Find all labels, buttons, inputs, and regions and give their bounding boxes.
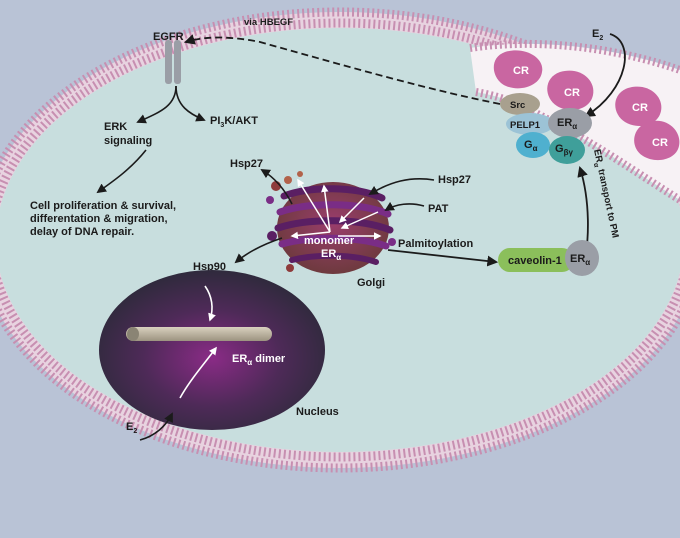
cr-label: CR — [564, 87, 580, 99]
e2-binding-arrow — [584, 33, 626, 118]
pi3k-akt-label: PI3K/AKT — [210, 115, 258, 129]
g-beta-gamma-label: Gβγ — [555, 143, 573, 157]
pi3k-branch-arrow — [175, 85, 206, 122]
nucleus-label: Nucleus — [296, 406, 339, 418]
src-protein — [500, 93, 540, 115]
pelp1-protein — [506, 113, 554, 135]
g-beta-gamma-protein — [549, 136, 585, 164]
cr-label: CR — [652, 137, 668, 149]
hsp27-right-arrow — [368, 177, 435, 195]
caveolin-1 — [498, 248, 574, 272]
nucleus-entry-arrow — [204, 285, 216, 322]
signaling-label: signaling — [104, 135, 152, 147]
golgi-internal-arrows — [290, 178, 382, 240]
palmitoylation-arrow — [387, 249, 499, 267]
cr-blob: CR — [547, 70, 594, 111]
nucleus — [99, 270, 325, 430]
pelp1-label: PELP1 — [510, 120, 541, 131]
palmitoylation-label: Palmitoylation — [398, 238, 473, 250]
cr-blobs: CR CR CR CR — [493, 50, 680, 161]
monomer-er-label: ERα — [321, 248, 341, 262]
er-alpha-caveolin-label: ERα — [570, 253, 590, 267]
er-alpha-caveolin — [565, 240, 599, 276]
er-alpha-membrane — [548, 108, 592, 138]
cr-blob: CR — [615, 86, 662, 127]
g-alpha-label: Gα — [524, 139, 538, 153]
outcome-line-2: differentation & migration, — [30, 213, 168, 225]
caveolin-complex: caveolin-1 ERα — [498, 240, 599, 276]
erk-label: ERK — [104, 121, 127, 133]
monomer-label: monomer — [304, 235, 355, 247]
e2-bottom-arrow — [139, 412, 173, 441]
pat-label: PAT — [428, 203, 449, 215]
hbegf-arrow — [183, 34, 501, 105]
outcome-line-3: delay of DNA repair. — [30, 226, 134, 238]
via-hbegf-label: via HBEGF — [244, 17, 293, 28]
caveolin-label: caveolin-1 — [508, 255, 562, 267]
outcome-arrow — [96, 149, 147, 194]
egfr-label: EGFR — [153, 31, 184, 43]
pat-arrow — [384, 201, 425, 211]
g-alpha-protein — [516, 132, 550, 158]
hsp90-label: Hsp90 — [193, 261, 226, 273]
cr-label: CR — [632, 102, 648, 114]
e2-nucleus-white-arrow — [179, 346, 217, 399]
golgi-apparatus — [266, 171, 396, 274]
er-alpha-membrane-label: ERα — [557, 117, 577, 131]
hsp27-left-arrow — [260, 168, 293, 205]
membrane-complex: Src PELP1 ERα Gα Gβγ — [500, 93, 592, 164]
outcome-line-1: Cell proliferation & survival, — [30, 200, 176, 212]
hsp90-arrow — [234, 237, 283, 264]
cr-blob: CR — [493, 50, 543, 89]
e2-bottom-label: E2 — [126, 421, 137, 435]
hsp27-left-label: Hsp27 — [230, 158, 263, 170]
src-label: Src — [510, 100, 525, 111]
e2-top-label: E2 — [592, 28, 603, 42]
dna-rod — [126, 327, 272, 341]
golgi-label: Golgi — [357, 277, 385, 289]
cr-label: CR — [513, 65, 529, 77]
cr-blob: CR — [634, 120, 680, 161]
er-dimer-label: ERα dimer — [232, 353, 286, 367]
hsp27-right-label: Hsp27 — [438, 174, 471, 186]
egfr-receptor — [165, 40, 181, 84]
